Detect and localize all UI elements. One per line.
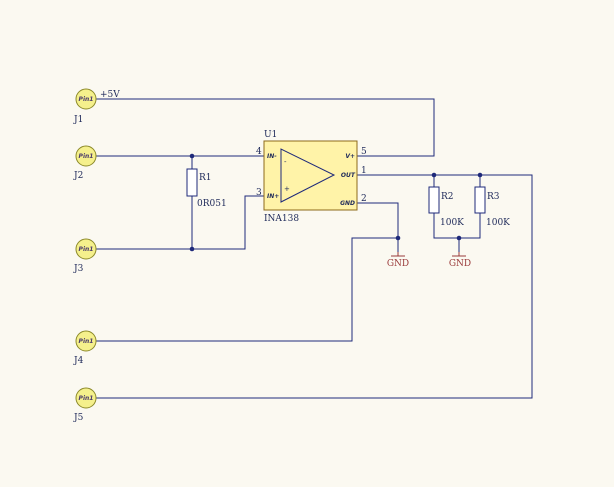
resistor-designator: R1 bbox=[199, 173, 212, 183]
wire-j3-in-plus bbox=[96, 195, 264, 250]
opamp-minus-symbol: - bbox=[284, 158, 287, 166]
opamp-triangle-icon bbox=[280, 148, 336, 203]
ic-pin-number: 5 bbox=[361, 147, 367, 157]
ground-label: GND bbox=[449, 259, 471, 269]
ground-icon bbox=[452, 252, 466, 257]
resistor-r2[interactable]: R2 100K bbox=[428, 186, 464, 228]
opamp-plus-symbol: + bbox=[284, 185, 290, 193]
connector-pin-label: Pin1 bbox=[79, 153, 94, 160]
wire-gnd-net bbox=[376, 202, 399, 252]
resistor-r3[interactable]: R3 100K bbox=[474, 186, 510, 228]
connector-designator: J4 bbox=[73, 356, 84, 366]
ic-part-number: INA138 bbox=[264, 214, 299, 224]
connector-pin-icon bbox=[75, 330, 97, 352]
resistor-body-icon bbox=[186, 168, 198, 197]
connector-j3[interactable]: Pin1 J3 bbox=[73, 238, 97, 274]
wire-out-net bbox=[96, 174, 533, 399]
connector-j1[interactable]: Pin1 J1 +5V bbox=[73, 88, 120, 125]
ic-pin-number: 3 bbox=[256, 188, 262, 198]
connector-j4[interactable]: Pin1 J4 bbox=[73, 330, 97, 366]
ground-2[interactable]: GND bbox=[449, 252, 471, 269]
wire-5v-net bbox=[96, 98, 435, 157]
junction-dot bbox=[431, 172, 437, 178]
junction-dot bbox=[395, 235, 401, 241]
resistor-value: 0R051 bbox=[197, 199, 227, 209]
junction-dot bbox=[189, 153, 195, 159]
connector-designator: J5 bbox=[73, 413, 84, 423]
junctions bbox=[189, 153, 483, 252]
ic-pin-name-gnd: GND bbox=[340, 200, 355, 207]
junction-dot bbox=[477, 172, 483, 178]
wires bbox=[96, 98, 533, 399]
junction-dot bbox=[189, 246, 195, 252]
ic-pin-number: 1 bbox=[361, 166, 367, 176]
ground-icon bbox=[391, 252, 405, 257]
ic-u1[interactable]: U1 INA138 - + IN- IN+ V+ OUT GND 4 3 5 1… bbox=[245, 130, 376, 224]
ic-pin-name-vplus: V+ bbox=[345, 153, 355, 160]
connector-j5[interactable]: Pin1 J5 bbox=[73, 387, 97, 423]
ic-pin-name-out: OUT bbox=[341, 172, 356, 179]
connector-pin-label: Pin1 bbox=[79, 338, 94, 345]
net-label-5v: +5V bbox=[100, 90, 120, 100]
ic-designator: U1 bbox=[264, 130, 277, 140]
ground-1[interactable]: GND bbox=[387, 252, 409, 269]
ic-pin-number: 2 bbox=[361, 194, 367, 204]
resistor-body-icon bbox=[474, 186, 486, 214]
connector-pin-icon bbox=[75, 387, 97, 409]
junction-dot bbox=[456, 235, 462, 241]
connector-pin-label: Pin1 bbox=[79, 246, 94, 253]
connector-pin-icon bbox=[75, 145, 97, 167]
resistor-designator: R3 bbox=[487, 192, 500, 202]
ic-pin-number: 4 bbox=[256, 147, 262, 157]
resistor-designator: R2 bbox=[441, 192, 454, 202]
resistor-value: 100K bbox=[486, 218, 510, 228]
ic-pin-name-in-minus: IN- bbox=[267, 153, 277, 160]
connector-designator: J3 bbox=[73, 264, 84, 274]
resistor-r1[interactable]: R1 0R051 bbox=[186, 168, 227, 209]
connector-j2[interactable]: Pin1 J2 bbox=[73, 145, 97, 181]
connector-pin-label: Pin1 bbox=[79, 96, 94, 103]
connector-pin-icon bbox=[75, 88, 97, 110]
resistor-value: 100K bbox=[440, 218, 464, 228]
connector-pin-icon bbox=[75, 238, 97, 260]
connector-designator: J2 bbox=[73, 171, 83, 181]
connector-pin-label: Pin1 bbox=[79, 395, 94, 402]
ic-pin-name-in-plus: IN+ bbox=[267, 193, 279, 200]
wire-j4-net bbox=[96, 237, 398, 342]
connector-designator: J1 bbox=[73, 115, 83, 125]
ground-label: GND bbox=[387, 259, 409, 269]
resistor-body-icon bbox=[428, 186, 440, 214]
